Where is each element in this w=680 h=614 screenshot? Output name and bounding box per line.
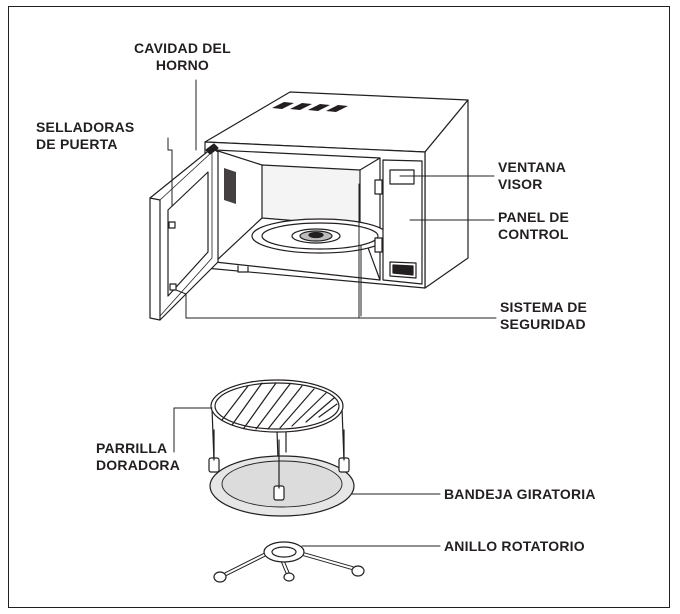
grill-rack bbox=[210, 379, 345, 491]
door-latch-lower bbox=[169, 283, 177, 291]
grill-rack-bars bbox=[221, 382, 338, 430]
label-turntable: BANDEJA GIRATORIA bbox=[444, 486, 596, 502]
control-panel bbox=[382, 159, 423, 285]
label-control-panel: PANEL DE CONTROL bbox=[498, 209, 570, 242]
leader-lines-top bbox=[167, 79, 497, 319]
label-grill-rack: PARRILLA DORADORA bbox=[96, 440, 181, 473]
label-viewing-window: VENTANA VISOR bbox=[498, 159, 567, 192]
roller-ring bbox=[213, 541, 365, 583]
turntable-tray bbox=[208, 429, 355, 517]
interlock-switch-lower bbox=[374, 237, 383, 253]
leader-lines-bottom bbox=[173, 407, 441, 547]
label-door-seals: SELLADORAS DE PUERTA bbox=[36, 119, 135, 152]
cavity-vent-grille bbox=[224, 168, 236, 204]
label-oven-cavity: CAVIDAD DEL HORNO bbox=[134, 40, 231, 73]
label-roller-ring: ANILLO ROTATORIO bbox=[444, 538, 585, 554]
door-latch-upper bbox=[168, 221, 176, 229]
top-vents bbox=[272, 102, 348, 112]
display-window bbox=[389, 169, 415, 185]
diagram-frame bbox=[8, 6, 670, 608]
open-door bbox=[149, 143, 219, 321]
label-safety-system: SISTEMA DE SEGURIDAD bbox=[500, 299, 588, 332]
oven-cavity bbox=[214, 149, 389, 281]
interlock-switch-upper bbox=[374, 179, 383, 195]
